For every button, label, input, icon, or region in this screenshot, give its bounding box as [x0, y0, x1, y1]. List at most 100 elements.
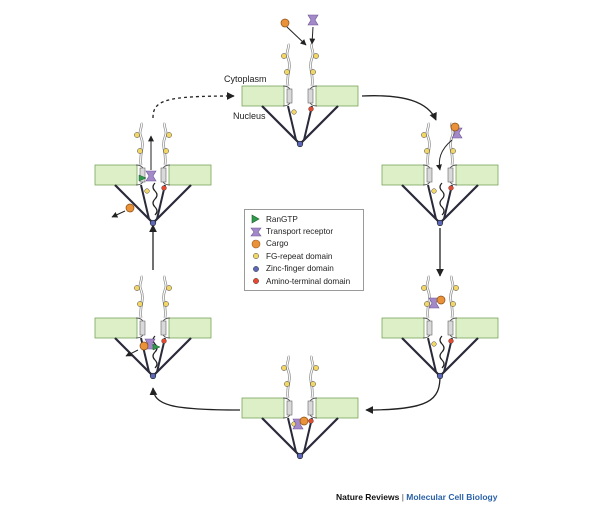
cycle-arrow-top-right [361, 95, 437, 121]
fg-strand [439, 182, 445, 216]
fg-repeat-dot [284, 381, 290, 387]
nuclear-basket-inner-right [303, 105, 313, 141]
fg-repeat-dot [424, 148, 430, 154]
nuclear-basket-inner-left [287, 417, 297, 453]
ran-gtp-shape [138, 174, 147, 182]
fg-repeat-dot [281, 365, 287, 371]
legend-item-zinc-finger-domain: Zinc-finger domain [250, 263, 363, 275]
zinc-finger-dot [436, 219, 444, 227]
nuclear-basket-inner-right [443, 337, 453, 373]
amino-terminal-dot [161, 185, 167, 191]
membrane-left [241, 85, 285, 107]
stage-top [241, 43, 359, 148]
zinc-finger-dot [296, 452, 304, 460]
legend-label: Zinc-finger domain [266, 264, 334, 274]
green-triangle-icon [250, 214, 262, 224]
stage-right-lower [381, 275, 499, 380]
membrane-left [381, 317, 425, 339]
membrane-right [315, 397, 359, 419]
fg-repeat-dot [310, 69, 316, 75]
pore-spoke-left [139, 167, 146, 183]
fg-repeat-dot [134, 285, 140, 291]
amino-terminal-dot [308, 106, 314, 112]
zinc-finger-dot [149, 219, 157, 227]
stage-left-lower [94, 275, 212, 380]
legend-label: Amino-terminal domain [266, 276, 351, 286]
nucleus-label: Nucleus [233, 111, 266, 121]
legend-item-transport-receptor: Transport receptor [250, 225, 363, 237]
fg-repeat-dot [163, 301, 169, 307]
cycle-arrow-bottom-right [365, 375, 441, 414]
fg-strand [439, 335, 445, 369]
nuclear-basket-inner-left [140, 184, 150, 220]
fg-repeat-dot [291, 109, 297, 115]
membrane-right [168, 164, 212, 186]
legend-label: Cargo [266, 239, 289, 249]
fg-repeat-dot [284, 69, 290, 75]
fg-repeat-dot [163, 148, 169, 154]
pore-spoke-left [426, 167, 433, 183]
fg-strand [152, 182, 158, 216]
pore-spoke-left [139, 320, 146, 336]
nuclear-basket-outer [261, 105, 339, 146]
nuclear-basket-inner-left [287, 105, 297, 141]
fg-repeat-dot [431, 188, 437, 194]
cycle-arrow-top-left-dashed [152, 92, 235, 119]
legend-label: RanGTP [266, 214, 298, 224]
translocation-arrow [436, 139, 453, 171]
fg-repeat-dot [310, 381, 316, 387]
nuclear-basket-inner-right [156, 337, 166, 373]
membrane-left [381, 164, 425, 186]
fg-repeat-dot [450, 301, 456, 307]
pore-spoke-right [447, 320, 454, 336]
nuclear-basket-inner-left [427, 184, 437, 220]
fg-repeat-dot [166, 132, 172, 138]
amino-terminal-dot [161, 338, 167, 344]
release-arrow [125, 349, 139, 357]
figure-credit: Nature Reviews | Molecular Cell Biology [336, 492, 497, 502]
membrane-right [455, 317, 499, 339]
cycle-arrow-bottom-left [149, 387, 241, 411]
ran-gtp-shape [152, 343, 161, 351]
membrane-right [315, 85, 359, 107]
cargo-basket [299, 416, 309, 426]
receptor-approach-arrow [309, 26, 316, 45]
amino-terminal-dot [448, 338, 454, 344]
zinc-finger-dot [296, 140, 304, 148]
pore-spoke-right [307, 400, 314, 416]
pore-spoke-right [160, 320, 167, 336]
fg-repeat-dot [281, 53, 287, 59]
membrane-right [455, 164, 499, 186]
red-dot-icon [250, 276, 262, 286]
legend-label: FG-repeat domain [266, 251, 333, 261]
stage-right-upper [381, 122, 499, 227]
credit-journal: Nature Reviews [336, 492, 400, 502]
pore-spoke-left [286, 88, 293, 104]
stage-left-upper [94, 122, 212, 227]
cargo-incoming [280, 18, 290, 28]
nuclear-basket-inner-right [443, 184, 453, 220]
fg-repeat-dot [431, 341, 437, 347]
zinc-finger-dot [436, 372, 444, 380]
membrane-right [168, 317, 212, 339]
membrane-left [94, 164, 138, 186]
cargo-releasing [139, 341, 149, 351]
membrane-left [94, 317, 138, 339]
pore-spoke-left [426, 320, 433, 336]
pore-spoke-right [307, 88, 314, 104]
cargo-approach-arrow [286, 26, 307, 46]
cargo-released [125, 203, 135, 213]
stage-bottom [241, 355, 359, 460]
fg-repeat-dot [166, 285, 172, 291]
cytoplasm-label: Cytoplasm [224, 74, 267, 84]
receptor-incoming [307, 14, 319, 26]
fg-repeat-dot [313, 53, 319, 59]
blue-dot-icon [250, 264, 262, 274]
pore-spoke-right [447, 167, 454, 183]
membrane-left [241, 397, 285, 419]
nuclear-basket-inner-right [303, 417, 313, 453]
fg-repeat-dot [313, 365, 319, 371]
